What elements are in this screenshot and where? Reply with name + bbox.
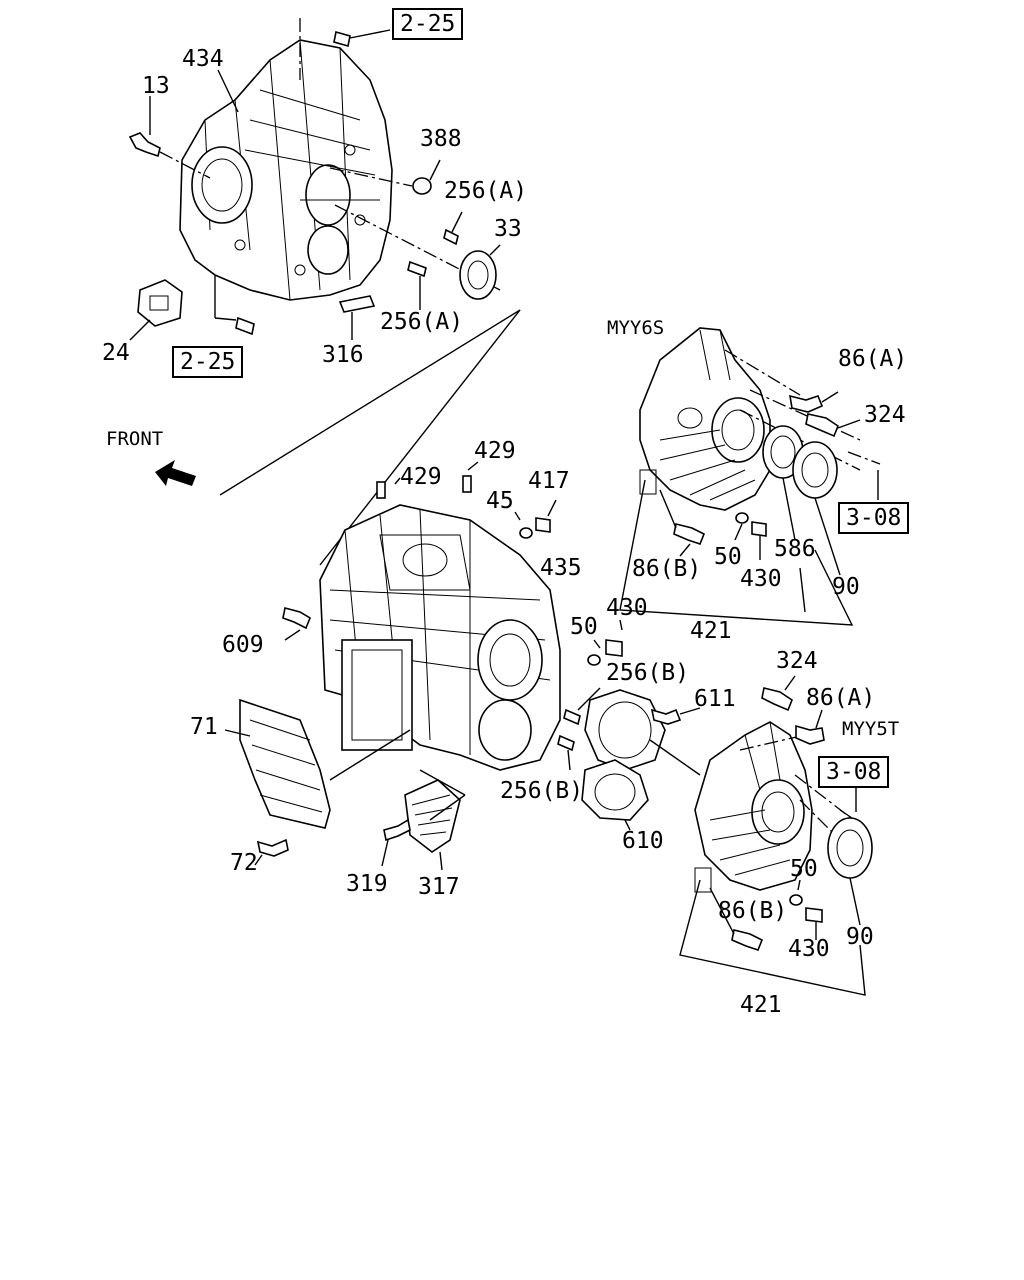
bolt-lower: [214, 275, 255, 336]
bolt-611: [650, 707, 701, 725]
label-86b-1: 86(B): [632, 556, 702, 582]
bolt-72: [254, 838, 289, 866]
bolt-609: [282, 607, 311, 641]
label-429-1: 429: [474, 438, 516, 464]
assembly-bracket-421-lower: [679, 879, 866, 996]
label-324-1: 324: [864, 402, 906, 428]
label-430-1: 430: [606, 595, 648, 621]
label-256a-1: 256(A): [444, 178, 528, 204]
pin-429: [376, 461, 479, 499]
label-611: 611: [694, 686, 736, 712]
ref-3-08-upper[interactable]: 3-08: [838, 502, 910, 534]
assembly-bracket-421-upper: [619, 479, 854, 626]
label-421-1: 421: [690, 618, 732, 644]
label-71: 71: [190, 714, 218, 740]
label-72: 72: [230, 850, 258, 876]
label-myy6s: MYY6S: [607, 317, 665, 339]
label-256b-2: 256(B): [500, 778, 584, 804]
ref-3-08-lower[interactable]: 3-08: [818, 756, 890, 788]
label-13: 13: [142, 73, 170, 99]
label-430-2: 430: [740, 566, 782, 592]
label-256b-1: 256(B): [606, 660, 690, 686]
cover-71: [224, 698, 411, 829]
label-429-2: 429: [400, 464, 442, 490]
label-609: 609: [222, 632, 264, 658]
label-586: 586: [774, 536, 816, 562]
label-90-2: 90: [846, 924, 874, 950]
extension-housing-myy6s: [639, 327, 771, 511]
dowel-bolt-top: [299, 18, 391, 80]
label-50-3: 50: [790, 856, 818, 882]
label-317: 317: [418, 874, 460, 900]
label-421-2: 421: [740, 992, 782, 1018]
stud-324-lower: [761, 675, 796, 712]
label-319: 319: [346, 871, 388, 897]
ref-2-25-bottom[interactable]: 2-25: [172, 346, 244, 378]
bolt-86a: [789, 391, 839, 413]
front-arrow-icon: [155, 460, 196, 486]
oring-50-plug-430: [587, 619, 623, 666]
plate-316: [338, 295, 376, 340]
bushing-388: [329, 159, 441, 195]
bolt-86b-lower: [709, 879, 823, 951]
label-324-2: 324: [776, 648, 818, 674]
label-256a-2: 256(A): [380, 309, 464, 335]
label-50-1: 50: [570, 614, 598, 640]
label-610: 610: [622, 828, 664, 854]
transmission-case-435: [319, 504, 561, 771]
label-86a-2: 86(A): [806, 685, 876, 711]
bolt-86a-lower: [795, 709, 825, 745]
oil-seal-33: [459, 244, 501, 300]
label-430-3: 430: [788, 936, 830, 962]
ref-2-25-top[interactable]: 2-25: [392, 8, 464, 40]
label-86a-1: 86(A): [838, 346, 908, 372]
stud-324: [805, 413, 861, 438]
label-435: 435: [540, 555, 582, 581]
label-90-1: 90: [832, 574, 860, 600]
label-417: 417: [528, 468, 570, 494]
seal-586-90: [762, 425, 841, 576]
label-45: 45: [486, 488, 514, 514]
gasket-610: [581, 689, 666, 831]
label-388: 388: [420, 126, 462, 152]
label-316: 316: [322, 342, 364, 368]
label-50-2: 50: [714, 544, 742, 570]
label-myy5t: MYY5T: [842, 718, 900, 740]
label-front: FRONT: [106, 428, 164, 450]
seal-90-lower: [827, 817, 873, 926]
label-86b-2: 86(B): [718, 898, 788, 924]
extension-housing-myy5t: [694, 721, 813, 893]
label-24: 24: [102, 340, 130, 366]
bolt-86b-upper: [659, 489, 767, 560]
clutch-housing-434: [179, 39, 393, 301]
bolt-13: [128, 132, 211, 179]
label-434: 434: [182, 46, 224, 72]
oring-45-plug-417: [514, 499, 557, 539]
fitting-24: [129, 279, 183, 341]
label-33: 33: [494, 216, 522, 242]
dashed-stud-308-lower: [839, 785, 865, 827]
dowel-pin-256b: [557, 687, 601, 771]
strainer-317-bolt-319: [381, 769, 466, 871]
